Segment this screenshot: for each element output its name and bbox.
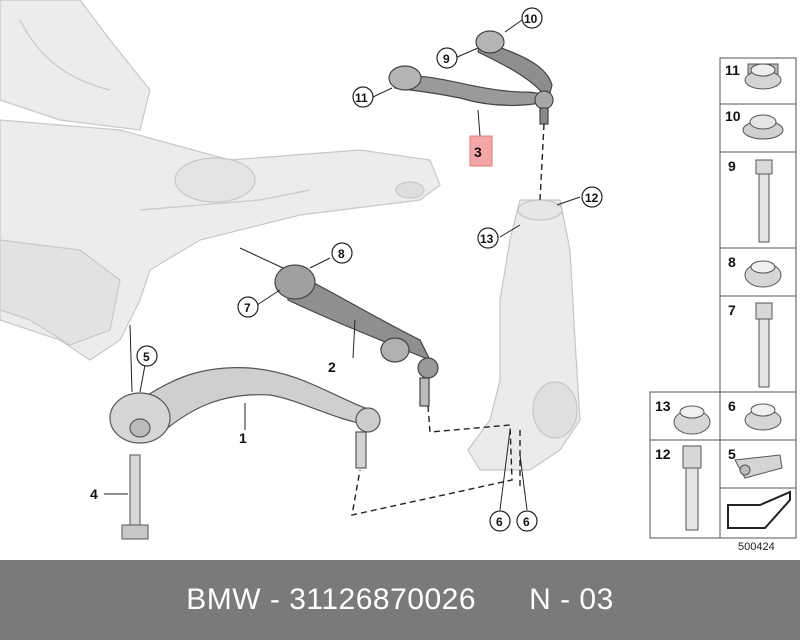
callout-1: 1 (239, 430, 247, 446)
bolt-12-icon (682, 445, 702, 531)
callout-5: 5 (143, 350, 150, 364)
nut-13-icon (673, 405, 711, 435)
circled-callouts (136, 7, 603, 532)
callout-6a: 6 (496, 515, 503, 529)
arrow-wedge-icon (727, 490, 791, 529)
highlight-part-3 (469, 135, 493, 167)
part-label-12: 12 (655, 446, 671, 462)
callout-7: 7 (244, 301, 251, 315)
nut-10-icon (742, 114, 784, 140)
steering-knuckle (467, 199, 581, 471)
bolt-9-icon (755, 159, 773, 243)
leader-lines (104, 19, 581, 511)
footer-sep: - (261, 583, 290, 616)
part-label-9: 9 (728, 158, 736, 174)
part-icons (673, 63, 791, 531)
part-label-6: 6 (728, 398, 736, 414)
footer-brand: BMW (186, 583, 262, 616)
upper-control-arm (388, 30, 554, 125)
footer-position: N - 03 (529, 583, 614, 616)
footer-gap (476, 583, 529, 616)
assembly-lines (351, 123, 545, 516)
bolt-4 (121, 454, 149, 540)
bolt-7-icon (755, 302, 773, 388)
lower-control-arm (109, 367, 381, 469)
callout-12: 12 (585, 191, 599, 205)
footer-bar: BMW - 31126870026 N - 03 (0, 560, 800, 640)
subframe (0, 0, 441, 361)
callout-10: 10 (524, 12, 538, 26)
footer-part-number: 31126870026 (289, 583, 477, 616)
tension-strut (274, 264, 439, 407)
part-label-8: 8 (728, 254, 736, 270)
nut-11-icon (744, 63, 782, 90)
callout-4: 4 (90, 486, 98, 502)
callout-8: 8 (338, 247, 345, 261)
part-label-7: 7 (728, 302, 736, 318)
callout-3: 3 (474, 144, 482, 160)
callout-11: 11 (355, 91, 368, 105)
footer-text: BMW - 31126870026 N - 03 (186, 583, 614, 617)
part-label-13: 13 (655, 398, 671, 414)
part-label-5: 5 (728, 446, 736, 462)
callout-6b: 6 (523, 515, 530, 529)
part-label-11: 11 (725, 62, 740, 78)
suspension-diagram: 3 2 1 4 5 6 6 7 8 9 10 11 12 13 (0, 0, 797, 540)
nut-8-icon (744, 260, 782, 288)
callout-2: 2 (328, 359, 336, 375)
callout-9: 9 (443, 52, 450, 66)
part-label-10: 10 (725, 108, 741, 124)
callout-13: 13 (480, 232, 494, 246)
nut-6-icon (744, 403, 782, 431)
bracket-5-icon (734, 454, 783, 479)
diagram-id: 500424 (738, 541, 775, 553)
